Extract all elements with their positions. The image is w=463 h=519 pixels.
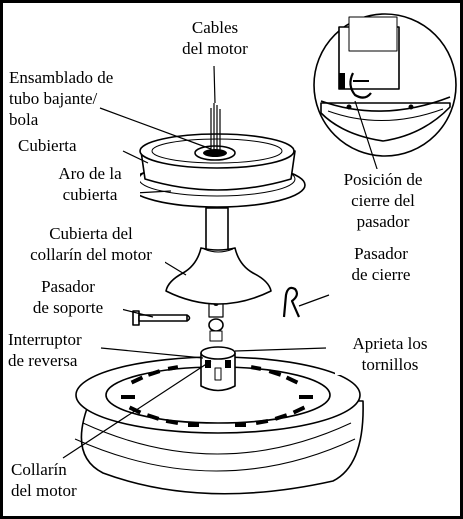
- fan-illustration: [62, 13, 457, 495]
- label-canopy-ring: Aro de la cubierta: [40, 163, 140, 205]
- label-motor-collar-cover: Cubierta del collarín del motor: [17, 223, 165, 265]
- label-reverse-switch: Interruptor de reversa: [8, 329, 82, 371]
- motor-collar-cover: [165, 247, 272, 305]
- canopy-assembly: [128, 133, 306, 208]
- label-motor-cables: Cables del motor: [169, 17, 261, 59]
- pin-lock-detail-inset: [313, 13, 457, 157]
- leader-lines: [62, 65, 380, 459]
- label-canopy: Cubierta: [18, 135, 77, 156]
- motor-cables: [210, 103, 221, 151]
- label-tighten-screws: Aprieta los tornillos: [335, 333, 445, 375]
- label-pin-lock-position: Posición de cierre del pasador: [321, 169, 445, 232]
- label-support-pin: Pasador de soporte: [13, 276, 123, 318]
- vent-slots: [121, 365, 313, 427]
- support-pin: [132, 310, 191, 326]
- label-motor-collar: Collarín del motor: [11, 459, 77, 501]
- label-lock-pin: Pasador de cierre: [335, 243, 427, 285]
- motor-collar: [200, 346, 236, 392]
- label-downrod-ball-assembly: Ensamblado de tubo bajante/ bola: [9, 68, 114, 129]
- lock-pin: [282, 286, 301, 318]
